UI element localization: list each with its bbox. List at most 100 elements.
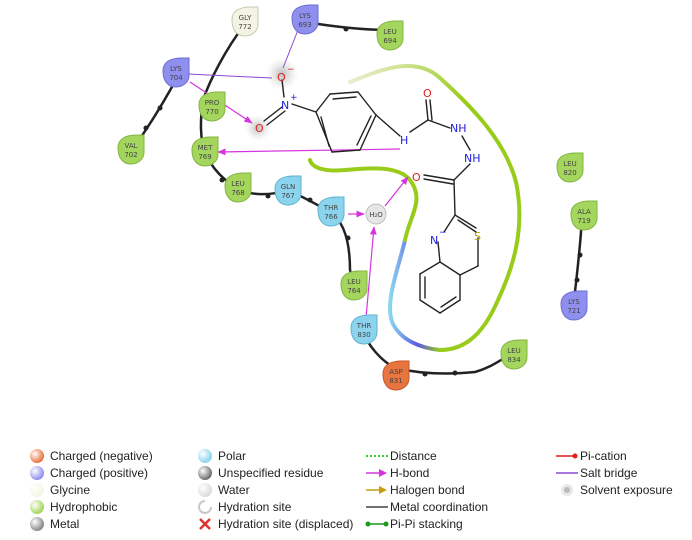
residue-shape	[317, 196, 345, 227]
hydrophobic-dot-icon	[24, 499, 50, 515]
solvent-halo	[266, 58, 298, 90]
residue-layer: GLY772LYS693LEU694LYS704PRO770VAL702MET7…	[117, 4, 598, 391]
legend-item-saltbridge-line: Salt bridge	[554, 465, 637, 481]
bond	[315, 93, 331, 113]
legend-item-metal-dot: Metal	[24, 516, 79, 532]
legend-label: Hydrophobic	[50, 500, 118, 514]
chain-dot	[219, 177, 225, 183]
residue-number: 694	[383, 37, 397, 45]
residue-number: 831	[389, 377, 402, 385]
legend-label: Glycine	[50, 483, 91, 497]
residue-name: LYS	[299, 12, 311, 20]
residue-shape	[556, 152, 584, 183]
bond	[457, 219, 477, 233]
binding-pocket-outline	[308, 64, 522, 352]
residue-shape	[350, 314, 378, 345]
chain-dot	[345, 235, 351, 241]
legend-label: Charged (positive)	[50, 466, 149, 480]
legend-label: H-bond	[390, 466, 430, 480]
pocket-contour-lower	[387, 238, 442, 352]
chain-dot	[157, 105, 163, 111]
residue-name: ALA	[577, 208, 591, 216]
residue-number: 702	[124, 151, 137, 159]
residue-name: PRO	[205, 99, 220, 107]
water-dot-icon	[192, 482, 218, 498]
legend-label: Solvent exposure	[580, 483, 673, 497]
residue-name: LEU	[231, 180, 244, 188]
legend-item-displaced-cross: Hydration site (displaced)	[192, 516, 353, 532]
legend-item-distance-line: Distance	[364, 448, 437, 464]
glycine-dot-icon	[24, 482, 50, 498]
legend-label: Polar	[218, 449, 247, 463]
residue-number: 721	[567, 307, 580, 315]
chain-dot	[265, 193, 271, 199]
residue-shape	[376, 20, 404, 51]
positive-dot-icon	[24, 465, 50, 481]
chain-dot	[574, 277, 580, 283]
water-label: H₂O	[369, 211, 383, 219]
legend-label: Pi-cation	[580, 449, 627, 463]
solvent-ring-icon	[554, 482, 580, 498]
salt-bridge-lys704	[187, 73, 273, 79]
residue-shape	[191, 136, 219, 167]
charge-n-minus: −	[439, 228, 447, 238]
legend-item-pipi-line: Pi-Pi stacking	[364, 516, 463, 532]
legend-item-hbond-arrow: H-bond	[364, 465, 429, 481]
legend-item-negative-dot: Charged (negative)	[24, 448, 153, 464]
residue-number: 834	[507, 356, 521, 364]
legend-item-positive-dot: Charged (positive)	[24, 465, 148, 481]
bond	[266, 110, 286, 126]
atom-nh-urea: NH	[450, 122, 467, 135]
bond	[440, 296, 457, 308]
hbond-nh-met769	[217, 148, 401, 156]
halogen-arrow-icon	[364, 482, 390, 498]
saltbridge-line-icon	[554, 465, 580, 481]
residue-number: 764	[347, 287, 361, 295]
bond	[427, 119, 451, 129]
atom-nh-hydrazide: NH	[464, 152, 481, 165]
bond	[439, 299, 461, 314]
bond	[331, 149, 361, 153]
pocket-contour-upper	[348, 64, 522, 352]
hbond-arrow-icon	[364, 465, 390, 481]
bond	[439, 261, 461, 276]
atom-s: S	[474, 230, 481, 243]
residue-number: 820	[563, 169, 576, 177]
residue-shape	[560, 290, 588, 321]
bond	[281, 79, 285, 98]
residue-shape	[382, 360, 410, 391]
residue-name: LEU	[383, 28, 396, 36]
residue-shape	[340, 270, 368, 301]
bond	[329, 91, 359, 95]
legend-label: Charged (negative)	[50, 449, 153, 463]
negative-dot-icon	[24, 448, 50, 464]
polar-dot-icon	[192, 448, 218, 464]
chain-dot	[422, 371, 428, 377]
atom-o-minus: O	[277, 71, 286, 84]
salt-bridge-lines	[187, 29, 299, 79]
ligand-atoms: O − N + O O NH H NH O N − S	[255, 65, 481, 247]
chain-dot	[307, 197, 313, 203]
hbond-water-o-amide	[384, 176, 409, 207]
charge-o-minus: −	[287, 65, 295, 75]
water-molecule: H₂O	[365, 203, 387, 225]
residue-shape	[198, 91, 226, 122]
bond	[437, 241, 441, 263]
bond	[419, 261, 441, 275]
legend-item-unspecified-dot: Unspecified residue	[192, 465, 323, 481]
residue-shape	[291, 4, 319, 35]
residue-name: LYS	[568, 298, 580, 306]
legend-item-metal-line: Metal coordination	[364, 499, 488, 515]
residue-number: 830	[357, 331, 370, 339]
residue-shape	[274, 175, 302, 206]
chain-dot	[577, 252, 583, 258]
backbone-719-721	[572, 217, 584, 301]
